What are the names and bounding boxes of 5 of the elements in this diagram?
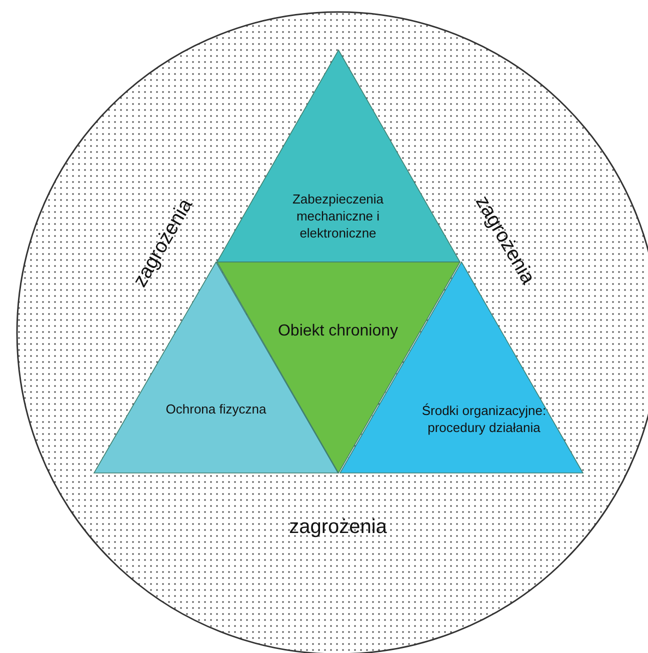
segment-label: Zabezpieczenia mechaniczne i elektroniczne	[291, 192, 385, 242]
segment-label: Środki organizacyjne: procedury działania	[420, 403, 548, 437]
threat-label: zagrożenia	[288, 515, 388, 540]
segment-label: Ochrona fizyczna	[164, 402, 268, 418]
center-label: Obiekt chroniony	[276, 322, 400, 342]
